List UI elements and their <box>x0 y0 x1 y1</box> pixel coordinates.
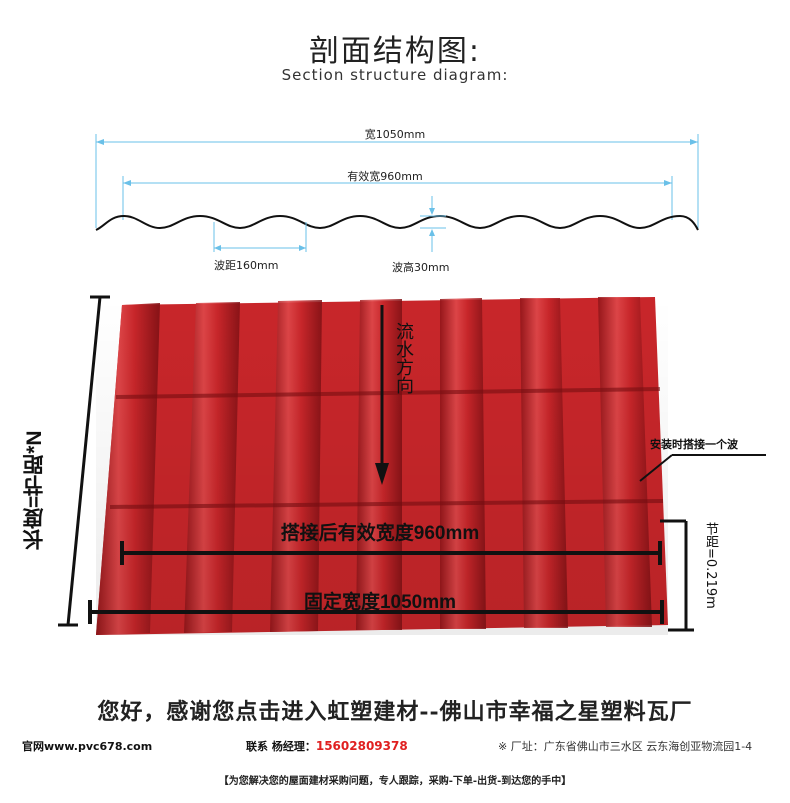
total-width-label: 宽1050mm <box>364 128 426 141</box>
contact-info: 联系 杨经理：15602809378 <box>246 738 408 754</box>
overlap-note-label: 安装时搭接一个波 <box>650 438 738 451</box>
flow-direction-label: 流水方向 <box>394 322 414 394</box>
diagram-title-cn: 剖面结构图: <box>308 34 482 69</box>
greeting-banner: 您好，感谢您点击进入虹塑建材--佛山市幸福之星塑料瓦厂 <box>97 699 693 725</box>
pitch-label: 节距=0.219m <box>703 522 718 609</box>
roof-tile-illustration <box>58 295 766 635</box>
length-label: 长度=节距*N <box>23 430 46 550</box>
effective-width-label: 有效宽960mm <box>347 170 423 183</box>
contact-label: 联系 杨经理： <box>246 740 316 753</box>
phone-number: 15602809378 <box>315 739 408 753</box>
diagram-title-en: Section structure diagram: <box>281 66 509 84</box>
wave-profile-line <box>95 214 699 231</box>
wave-height-label: 波高30mm <box>392 261 450 274</box>
service-note: 【为您解决您的屋面建材采购问题，专人跟踪，采购-下单-出货-到达您的手中】 <box>218 776 572 787</box>
wave-pitch-label: 波距160mm <box>214 259 279 272</box>
length-dimension-line <box>66 296 102 626</box>
effective-width-after-overlap-label: 搭接后有效宽度960mm <box>280 523 480 544</box>
website-link[interactable]: 官网www.pvc678.com <box>22 740 153 753</box>
profile-section-drawing <box>95 134 699 252</box>
fixed-width-label: 固定宽度1050mm <box>303 592 457 613</box>
factory-address: ※ 厂址：广东省佛山市三水区 云东海创亚物流园1-4 <box>498 740 753 753</box>
